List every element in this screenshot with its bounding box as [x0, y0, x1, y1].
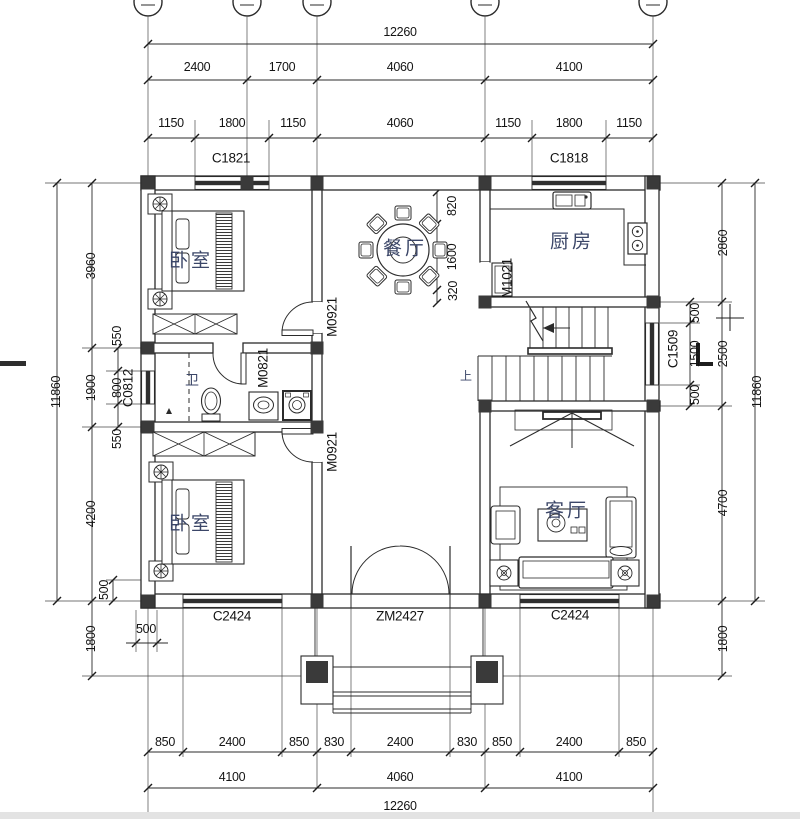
right-elevation-marks — [696, 304, 744, 366]
dim-bottom: 4100 — [555, 769, 583, 784]
room-label-bedroom-bottom: 卧室 — [168, 513, 214, 535]
dim-left: 4200 — [83, 500, 98, 528]
window-label-c1818: C1818 — [549, 150, 589, 166]
dim-top: 1150 — [616, 115, 642, 130]
kitchen-fixtures — [490, 191, 648, 266]
left-grid-mark — [0, 361, 26, 366]
door-label-zm2427: ZM2427 — [376, 608, 424, 624]
dimension-ticks — [52, 39, 760, 819]
room-label-dining: 餐厅 — [382, 238, 428, 260]
staircase — [477, 300, 635, 448]
dim-top: 4100 — [555, 59, 583, 74]
window-c0812 — [145, 371, 151, 404]
dim-bottom: 2400 — [218, 734, 246, 749]
dim-top: 1800 — [555, 115, 583, 130]
dim-corner-v: 500 — [96, 580, 111, 600]
dim-right-sub: 1500 — [687, 340, 702, 368]
entry-door-arcs — [351, 545, 450, 595]
door-m0921-top-leaf — [281, 329, 314, 336]
dim-top: 1150 — [495, 115, 521, 130]
dim-bottom: 850 — [492, 734, 512, 749]
dim-bottom: 4060 — [386, 769, 414, 784]
dim-left-sub: 550 — [109, 326, 124, 346]
stair-break-line — [525, 300, 544, 342]
dim-right-overall: 11860 — [749, 375, 764, 409]
porch — [300, 608, 504, 714]
window-c2424-left — [183, 598, 282, 604]
window-c1818 — [532, 180, 606, 186]
dim-right: 2500 — [715, 340, 730, 368]
dim-dining: 1600 — [444, 243, 459, 271]
dim-right-sub: 500 — [687, 303, 702, 323]
window-label-c2424-left: C2424 — [212, 608, 252, 624]
bathroom-fixtures — [166, 353, 312, 422]
dim-top: 1700 — [268, 59, 296, 74]
dim-right: 2860 — [715, 229, 730, 257]
doors — [212, 262, 513, 608]
dining-table — [358, 205, 448, 295]
door-m0921-bottom-arc — [281, 430, 314, 463]
door-m0921-bottom-leaf — [281, 428, 314, 435]
room-label-living: 客厅 — [544, 500, 590, 522]
dim-left-overall: 11860 — [48, 375, 63, 409]
window-label-c0812: C0812 — [120, 368, 136, 408]
dim-bottom-total: 12260 — [383, 798, 417, 813]
dim-bottom: 2400 — [555, 734, 583, 749]
dim-top-total: 12260 — [383, 24, 417, 39]
dim-top: 1800 — [218, 115, 246, 130]
structural-columns — [141, 176, 660, 608]
dimension-lines — [56, 43, 756, 818]
entry-door-leaves — [350, 546, 451, 594]
door-m0821-leaf — [240, 352, 247, 385]
dim-top: 2400 — [183, 59, 211, 74]
dim-left: 1900 — [83, 374, 98, 402]
dim-left: 3960 — [83, 252, 98, 280]
dim-top: 4060 — [386, 59, 414, 74]
stairs-up-label: 上 — [459, 369, 473, 383]
window-c1821 — [195, 180, 269, 186]
door-m0821-arc — [212, 352, 244, 385]
grid-bubbles — [133, 0, 668, 17]
door-m1021-leaf — [491, 262, 513, 297]
bottom-edge-strip — [0, 812, 800, 819]
dim-bottom: 850 — [289, 734, 309, 749]
room-label-bedroom-top: 卧室 — [168, 250, 214, 272]
dim-bottom: 2400 — [386, 734, 414, 749]
dim-bottom: 830 — [324, 734, 344, 749]
dim-bottom: 4100 — [218, 769, 246, 784]
dim-right: 1800 — [715, 625, 730, 653]
dim-top: 1150 — [280, 115, 306, 130]
dim-dining: 820 — [444, 196, 459, 216]
dim-bottom: 850 — [626, 734, 646, 749]
dim-left-sub: 550 — [109, 429, 124, 449]
door-label-m0921-top: M0921 — [324, 297, 340, 337]
bedroom-bottom-furniture — [152, 431, 256, 565]
dim-top: 4060 — [386, 115, 414, 130]
dim-right-sub: 500 — [687, 385, 702, 405]
dim-dining: 320 — [445, 281, 460, 301]
extension-lines — [45, 17, 765, 817]
door-label-m0921-bottom: M0921 — [324, 432, 340, 472]
dim-top: 1150 — [158, 115, 184, 130]
dim-left: 1800 — [83, 625, 98, 653]
dim-corner-h: 500 — [136, 621, 156, 636]
door-label-m0821: M0821 — [255, 348, 271, 388]
room-label-bath: 卫 — [185, 372, 199, 388]
room-label-kitchen: 厨房 — [549, 231, 595, 253]
dim-bottom: 830 — [457, 734, 477, 749]
living-room-furniture — [489, 486, 640, 591]
dim-bottom: 850 — [155, 734, 175, 749]
window-c2424-right — [520, 598, 619, 604]
bedroom-top-furniture — [147, 193, 245, 582]
door-m0921-top-arc — [281, 301, 314, 334]
window-label-c2424-right: C2424 — [550, 607, 590, 623]
window-label-c1509: C1509 — [665, 329, 681, 369]
window-c1509 — [649, 323, 655, 385]
door-label-m1021: M1021 — [499, 258, 515, 298]
dim-right: 4700 — [715, 489, 730, 517]
window-label-c1821: C1821 — [211, 150, 251, 166]
windows — [141, 176, 659, 608]
